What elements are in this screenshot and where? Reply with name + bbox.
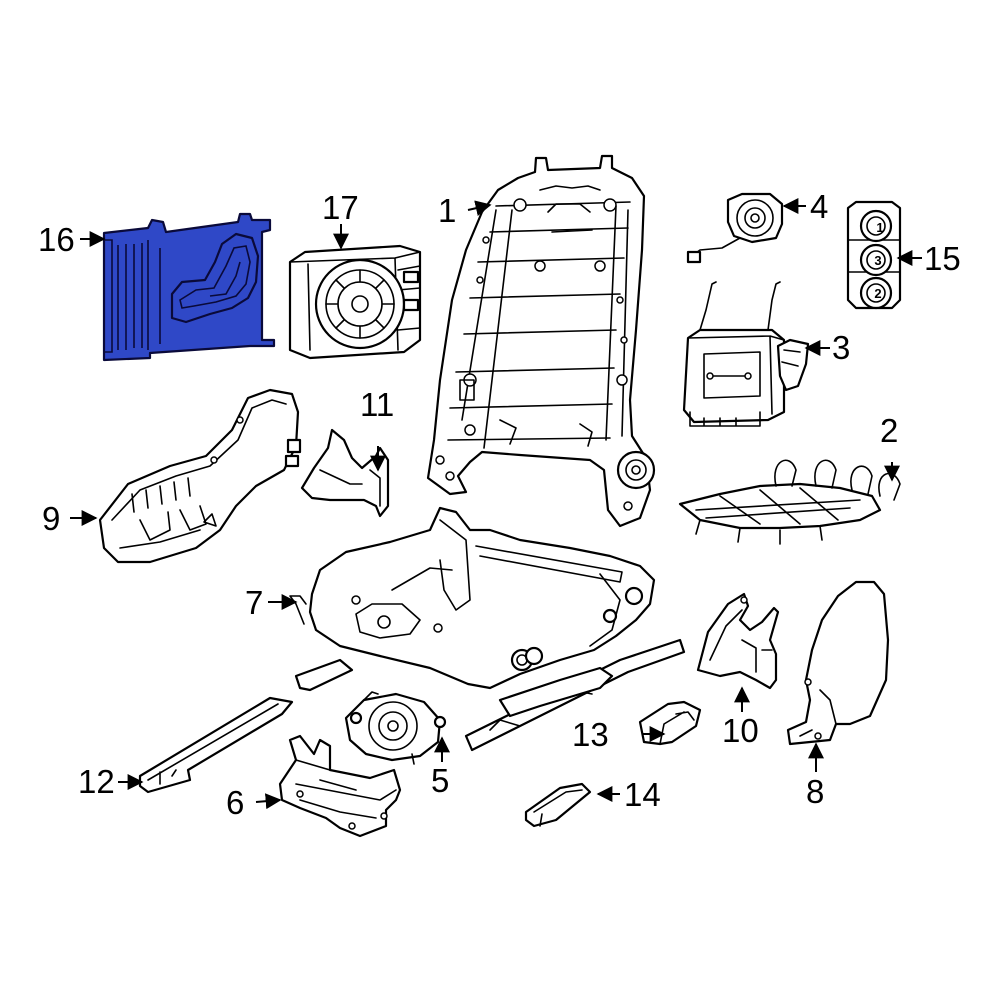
part-5-height-motor[interactable] xyxy=(344,691,447,765)
callout-leaders xyxy=(70,198,922,810)
callout-14: 14 xyxy=(624,776,661,813)
callout-9: 9 xyxy=(42,500,60,537)
part-3-control-module[interactable] xyxy=(682,281,810,427)
switch-button-3-number: 2 xyxy=(874,286,881,301)
callout-17: 17 xyxy=(322,189,359,226)
callout-2: 2 xyxy=(880,412,898,449)
part-17-motor-module[interactable] xyxy=(288,244,422,360)
part-8-rear-cover[interactable] xyxy=(786,580,890,746)
part-1-seat-back-frame[interactable] xyxy=(426,154,656,528)
part-11-bracket[interactable] xyxy=(300,428,390,518)
callout-10: 10 xyxy=(722,712,759,749)
part-6-motor-bracket[interactable] xyxy=(278,734,402,838)
callout-5: 5 xyxy=(431,762,449,799)
part-2-seat-springs[interactable] xyxy=(678,459,901,545)
callout-12: 12 xyxy=(78,763,115,800)
callout-labels: 1 2 3 4 5 6 7 8 9 10 11 12 13 14 15 16 1… xyxy=(38,188,961,821)
callout-16: 16 xyxy=(38,221,75,258)
part-9-outer-shield[interactable] xyxy=(98,388,302,564)
part-14-slide-cover[interactable] xyxy=(524,782,592,828)
part-15-seat-switch[interactable]: 1 3 2 xyxy=(846,200,902,310)
callout-3: 3 xyxy=(832,329,850,366)
callout-7: 7 xyxy=(245,584,263,621)
callout-15: 15 xyxy=(924,240,961,277)
part-4-lumbar-motor[interactable] xyxy=(686,192,784,264)
callout-4: 4 xyxy=(810,188,828,225)
part-10-side-bracket[interactable] xyxy=(696,592,780,690)
callout-6: 6 xyxy=(226,784,244,821)
switch-button-2-number: 3 xyxy=(874,253,881,268)
callout-13: 13 xyxy=(572,716,609,753)
callout-8: 8 xyxy=(806,773,824,810)
part-12-track-cover[interactable] xyxy=(138,696,294,794)
part-13-clip[interactable] xyxy=(638,700,702,746)
callout-11: 11 xyxy=(360,386,394,423)
switch-button-1-number: 1 xyxy=(876,220,883,235)
part-7-seat-cushion-frame[interactable] xyxy=(289,506,686,752)
part-16-side-cover[interactable] xyxy=(102,212,276,362)
callout-1: 1 xyxy=(438,192,456,229)
